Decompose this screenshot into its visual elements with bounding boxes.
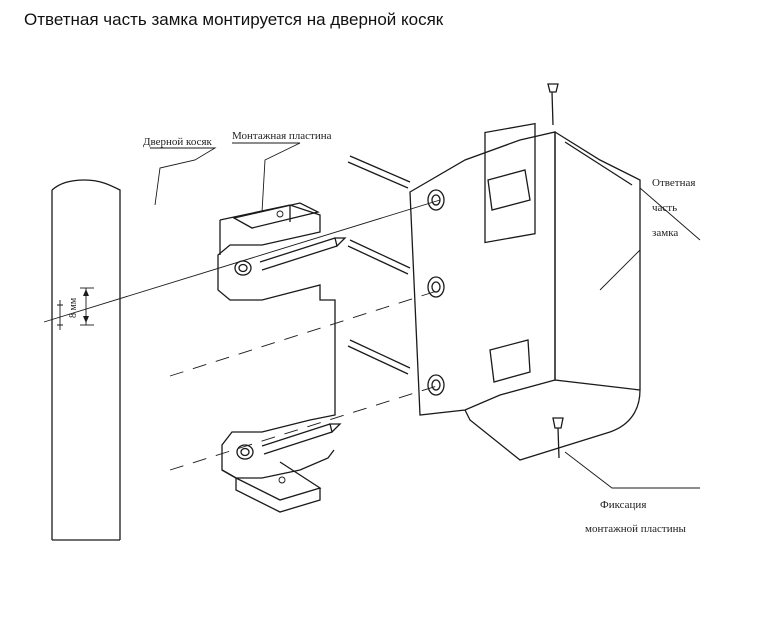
dimension-label: 8 мм <box>68 297 79 318</box>
dimension-marker: 8 мм <box>68 287 94 326</box>
fixing-screw <box>552 417 564 459</box>
door-frame <box>51 179 121 541</box>
label-strike-1: Ответная <box>652 177 695 189</box>
strike-screw-3 <box>347 339 411 375</box>
label-fix-2: монтажной пластины <box>585 523 687 535</box>
strike-screw-2 <box>347 239 411 275</box>
strike-body <box>409 122 641 461</box>
page-title: Ответная часть замка монтируется на двер… <box>24 10 444 29</box>
bracket-screw-lower <box>261 423 342 455</box>
mounting-plate <box>217 202 336 513</box>
label-door-frame: Дверной косяк <box>143 136 213 148</box>
label-strike-3: замка <box>652 227 678 239</box>
top-screw <box>547 83 559 126</box>
label-fix-1: Фиксация <box>600 499 646 511</box>
label-strike-2: часть <box>652 202 677 214</box>
bracket-screw-upper <box>259 237 347 271</box>
strike-screw-1 <box>347 155 411 189</box>
label-mount-plate: Монтажная пластина <box>232 130 332 142</box>
